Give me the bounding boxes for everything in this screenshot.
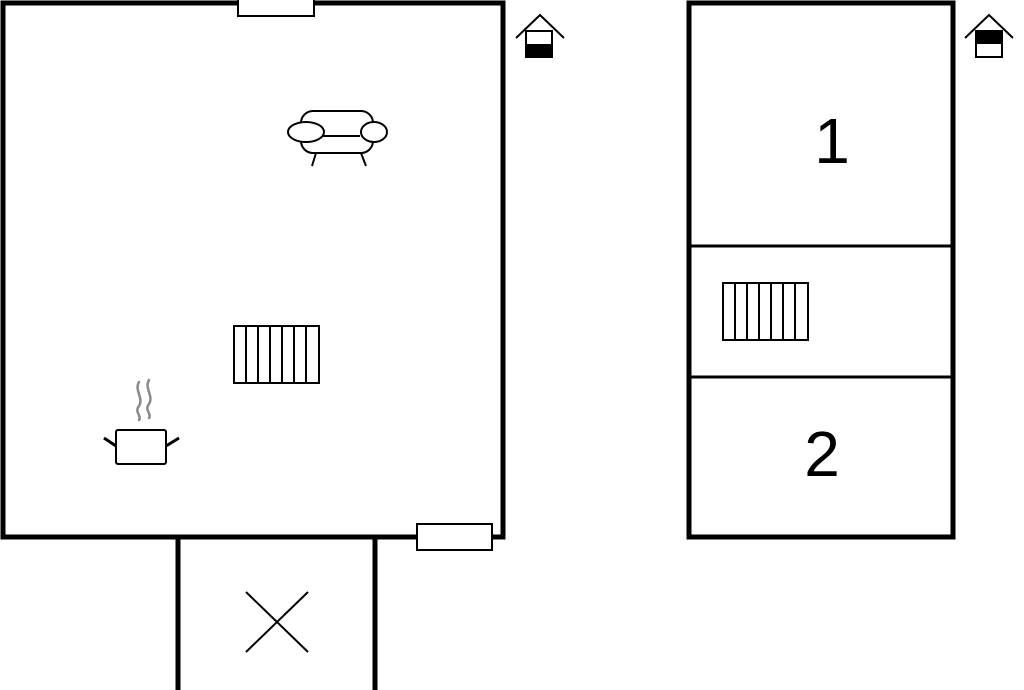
upper-floor-plan: 1 2 <box>686 0 956 540</box>
cooking-pot-icon <box>103 378 180 465</box>
sofa-icon <box>287 110 388 167</box>
room-number-1: 1 <box>814 105 850 177</box>
x-marker-icon <box>245 591 309 653</box>
upper-floor-walls <box>686 0 956 540</box>
house-upper-floor-icon <box>964 13 1014 58</box>
window-top <box>237 0 315 17</box>
stairs-icon <box>722 282 809 341</box>
room-number-2: 2 <box>804 418 840 490</box>
terrace-annex <box>175 537 378 690</box>
ground-floor-plan <box>0 0 506 690</box>
stairs-icon <box>233 325 320 384</box>
window-bottom-right <box>416 523 493 551</box>
ground-floor-walls <box>0 0 506 540</box>
house-ground-floor-icon <box>515 13 565 58</box>
